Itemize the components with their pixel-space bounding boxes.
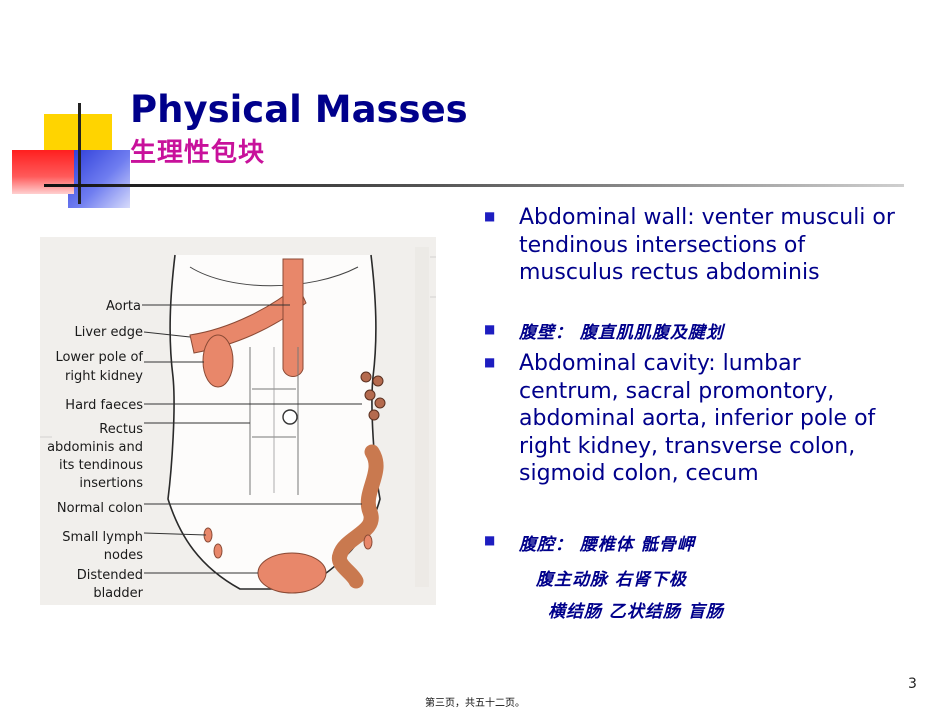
label-rectus-1: Rectus — [99, 422, 143, 437]
label-rectus-4: insertions — [79, 476, 143, 491]
bullet-square-icon: ■ — [484, 533, 496, 547]
bullet-square-icon: ■ — [484, 209, 496, 223]
bullet-abdominal-wall: Abdominal wall: venter musculi or tendin… — [519, 205, 895, 285]
decor-vertical-line — [78, 103, 81, 204]
label-rectus-2: abdominis and — [47, 440, 143, 455]
label-lower-pole-2: right kidney — [65, 369, 143, 384]
bullet-abdominal-cavity-zh-1: 腹腔： 腰椎体 骶骨岬 — [519, 535, 695, 555]
label-rectus-3: its tendinous — [59, 458, 143, 473]
label-bladder-1: Distended — [77, 568, 143, 583]
bullet-square-icon: ■ — [484, 322, 496, 336]
bullet-abdominal-cavity-zh-2: 腹主动脉 右肾下极 — [536, 570, 687, 590]
label-lymph-2: nodes — [104, 548, 143, 563]
label-liver-edge: Liver edge — [74, 325, 143, 340]
label-bladder-2: bladder — [93, 586, 143, 601]
bullet-square-icon: ■ — [484, 355, 496, 369]
bullet-abdominal-cavity: Abdominal cavity: lumbar centrum, sacral… — [519, 351, 876, 486]
bullet-abdominal-cavity-zh-3: 横结肠 乙状结肠 盲肠 — [548, 602, 724, 622]
bullet-abdominal-wall-zh: 腹壁： 腹直肌肌腹及腱划 — [519, 323, 724, 343]
label-hard-faeces: Hard faeces — [65, 398, 143, 413]
slide-subtitle: 生理性包块 — [130, 138, 266, 168]
slide-title: Physical Masses — [130, 88, 468, 131]
label-lower-pole-1: Lower pole of — [55, 350, 143, 365]
title-underline — [44, 184, 904, 187]
abdomen-figure: Aorta Liver edge Lower pole of right kid… — [40, 237, 436, 605]
abdomen-diagram: Aorta Liver edge Lower pole of right kid… — [40, 237, 436, 605]
label-aorta: Aorta — [106, 299, 141, 314]
page-number: 3 — [908, 676, 917, 692]
page-footer: 第三页，共五十二页。 — [425, 698, 525, 709]
decor-red-square — [12, 150, 74, 194]
label-lymph-1: Small lymph — [62, 530, 143, 545]
label-normal-colon: Normal colon — [57, 501, 143, 516]
